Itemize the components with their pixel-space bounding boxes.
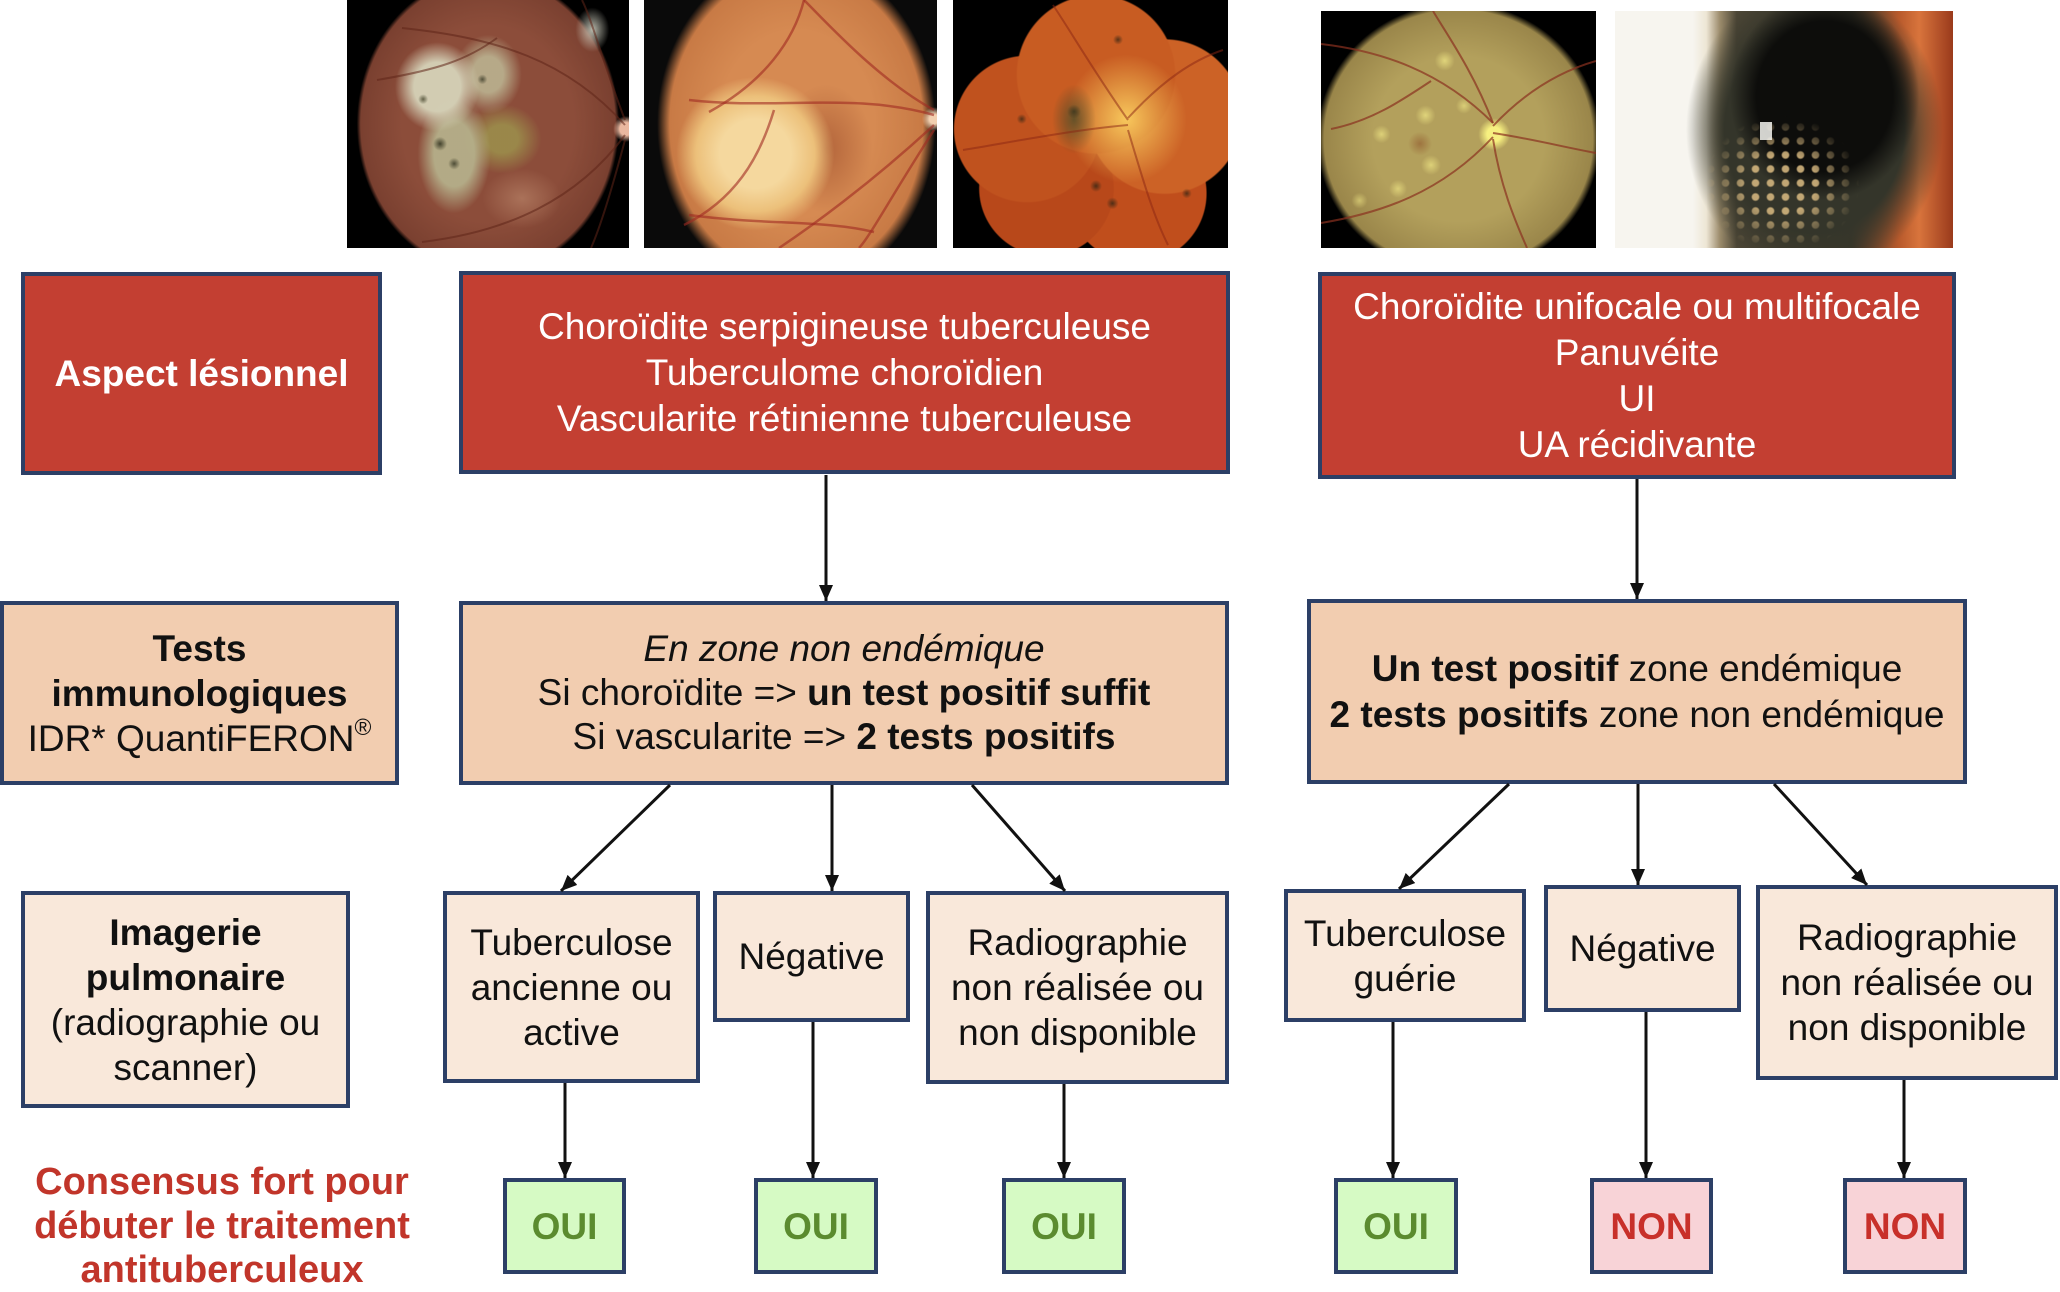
decision-text: OUI xyxy=(531,1205,598,1247)
fundus-photo-serpiginous-choroiditis xyxy=(347,0,629,248)
consensus-line1: Consensus fort pour xyxy=(35,1161,409,1203)
outcome-line: Négative xyxy=(1569,928,1716,969)
rule-emphasis: Un test positif xyxy=(1371,647,1619,689)
imaging-outcome-box: Radiographie non réalisée ou non disponi… xyxy=(926,891,1229,1084)
imaging-title-line1: Imagerie xyxy=(109,911,262,953)
retinal-vessels xyxy=(683,0,936,248)
outcome-line: non réalisée ou xyxy=(1780,962,2034,1003)
outcome-line: Radiographie xyxy=(967,922,1188,963)
outcome-line: ancienne ou xyxy=(470,966,673,1008)
registered-mark: ® xyxy=(354,713,372,740)
imaging-subtitle-line2: scanner) xyxy=(113,1046,258,1088)
left-tests-box: En zone non endémique Si choroïdite => u… xyxy=(459,601,1229,785)
outcome-line: Tuberculose xyxy=(1303,912,1507,954)
outcome-line: non disponible xyxy=(1787,1007,2027,1048)
tests-rule-choroiditis: Si choroïdite => un test positif suffit xyxy=(538,671,1151,715)
rule-suffix: zone non endémique xyxy=(1588,693,1945,735)
arrow-right-tests-to-healed-tb xyxy=(1397,782,1511,891)
consensus-line2: débuter le traitement xyxy=(34,1205,410,1247)
rule-emphasis: un test positif suffit xyxy=(807,672,1151,713)
decision-badge-yes: OUI xyxy=(503,1178,626,1274)
decision-text: NON xyxy=(1863,1205,1947,1247)
arrow-right-tests-to-no-xray xyxy=(1772,782,1869,887)
tests-rule-vasculitis: Si vascularite => 2 tests positifs xyxy=(573,715,1116,759)
arrow-left-tests-to-active-tb xyxy=(559,783,672,893)
rule-prefix: Si vascularite => xyxy=(572,716,857,757)
outcome-line: Tuberculose xyxy=(470,921,673,963)
decision-text: OUI xyxy=(1363,1205,1429,1247)
imaging-subtitle-line1: (radiographie ou xyxy=(50,1001,321,1043)
right-lesions-box: Choroïdite unifocale ou multifocale Panu… xyxy=(1318,272,1956,479)
imaging-outcome-box: Tuberculose ancienne ou active xyxy=(443,891,700,1083)
decision-text: NON xyxy=(1610,1205,1693,1247)
outcome-line: guérie xyxy=(1353,957,1457,999)
lesion-item: Vascularite rétinienne tuberculeuse xyxy=(556,397,1133,439)
tests-subtitle-text: IDR* QuantiFERON xyxy=(27,717,355,759)
decision-text: OUI xyxy=(783,1205,849,1247)
keratic-precipitates-dots xyxy=(1702,105,1879,248)
retinal-vessels xyxy=(962,4,1224,246)
tests-title-line1: Tests xyxy=(152,627,247,669)
row-label-lesion-aspect-text: Aspect lésionnel xyxy=(54,352,349,394)
decision-badge-yes: OUI xyxy=(1334,1178,1458,1274)
lesion-item: Tuberculome choroïdien xyxy=(645,351,1044,393)
lesion-item: Panuvéite xyxy=(1554,331,1720,373)
lesion-item: UA récidivante xyxy=(1517,423,1757,465)
rule-prefix: Si choroïdite => xyxy=(537,672,808,713)
rule-emphasis: 2 tests positifs xyxy=(856,716,1116,757)
imaging-outcome-box: Négative xyxy=(1544,885,1741,1012)
lesion-item: UI xyxy=(1618,377,1656,419)
row-label-pulmonary-imaging: Imagerie pulmonaire (radiographie ou sca… xyxy=(21,891,350,1108)
row-label-immunological-tests: Tests immunologiques IDR* QuantiFERON® xyxy=(0,601,399,785)
imaging-outcome-box: Radiographie non réalisée ou non disponi… xyxy=(1756,885,2058,1080)
fundus-photo-multifocal-choroiditis xyxy=(1321,11,1596,248)
tests-rule-non-endemic: 2 tests positifs zone non endémique xyxy=(1330,692,1945,738)
fundus-photo-choroidal-tuberculoma xyxy=(644,0,937,248)
imaging-outcome-box: Tuberculose guérie xyxy=(1284,889,1526,1022)
outcome-line: non disponible xyxy=(958,1012,1197,1053)
tests-context: En zone non endémique xyxy=(643,628,1045,669)
fundus-montage-retinal-vasculitis xyxy=(953,0,1228,248)
outcome-line: Radiographie xyxy=(1796,917,2018,958)
outcome-line: Négative xyxy=(738,936,885,977)
tests-subtitle: IDR* QuantiFERON® xyxy=(27,713,372,761)
imaging-outcome-box: Négative xyxy=(713,891,910,1022)
retinal-vessels xyxy=(1321,11,1596,248)
decision-badge-yes: OUI xyxy=(1002,1178,1126,1274)
retinal-vessels xyxy=(376,0,626,248)
consensus-line3: antituberculeux xyxy=(80,1249,364,1291)
rule-suffix: zone endémique xyxy=(1618,647,1903,689)
lesion-item: Choroïdite unifocale ou multifocale xyxy=(1353,285,1921,327)
row-label-lesion-aspect: Aspect lésionnel xyxy=(21,272,382,475)
tests-rule-endemic: Un test positif zone endémique xyxy=(1372,646,1903,692)
arrow-left-tests-to-no-xray xyxy=(970,784,1067,892)
outcome-line: active xyxy=(523,1011,620,1053)
imaging-title-line2: pulmonaire xyxy=(85,956,286,998)
slit-lamp-photo-keratic-precipitates xyxy=(1615,11,1953,248)
decision-text: OUI xyxy=(1031,1205,1097,1247)
outcome-line: non réalisée ou xyxy=(950,967,1205,1008)
left-lesions-box: Choroïdite serpigineuse tuberculeuse Tub… xyxy=(459,271,1230,474)
lesion-item: Choroïdite serpigineuse tuberculeuse xyxy=(538,305,1151,347)
decision-badge-no: NON xyxy=(1843,1178,1967,1274)
tests-title-line2: immunologiques xyxy=(51,672,348,714)
decision-badge-no: NON xyxy=(1590,1178,1713,1274)
row-label-consensus-treatment: Consensus fort pour débuter le traitemen… xyxy=(22,1160,422,1292)
decision-badge-yes: OUI xyxy=(754,1178,878,1274)
corneal-light-reflex xyxy=(1760,122,1773,141)
right-tests-box: Un test positif zone endémique 2 tests p… xyxy=(1307,599,1967,784)
rule-emphasis: 2 tests positifs xyxy=(1329,693,1589,735)
